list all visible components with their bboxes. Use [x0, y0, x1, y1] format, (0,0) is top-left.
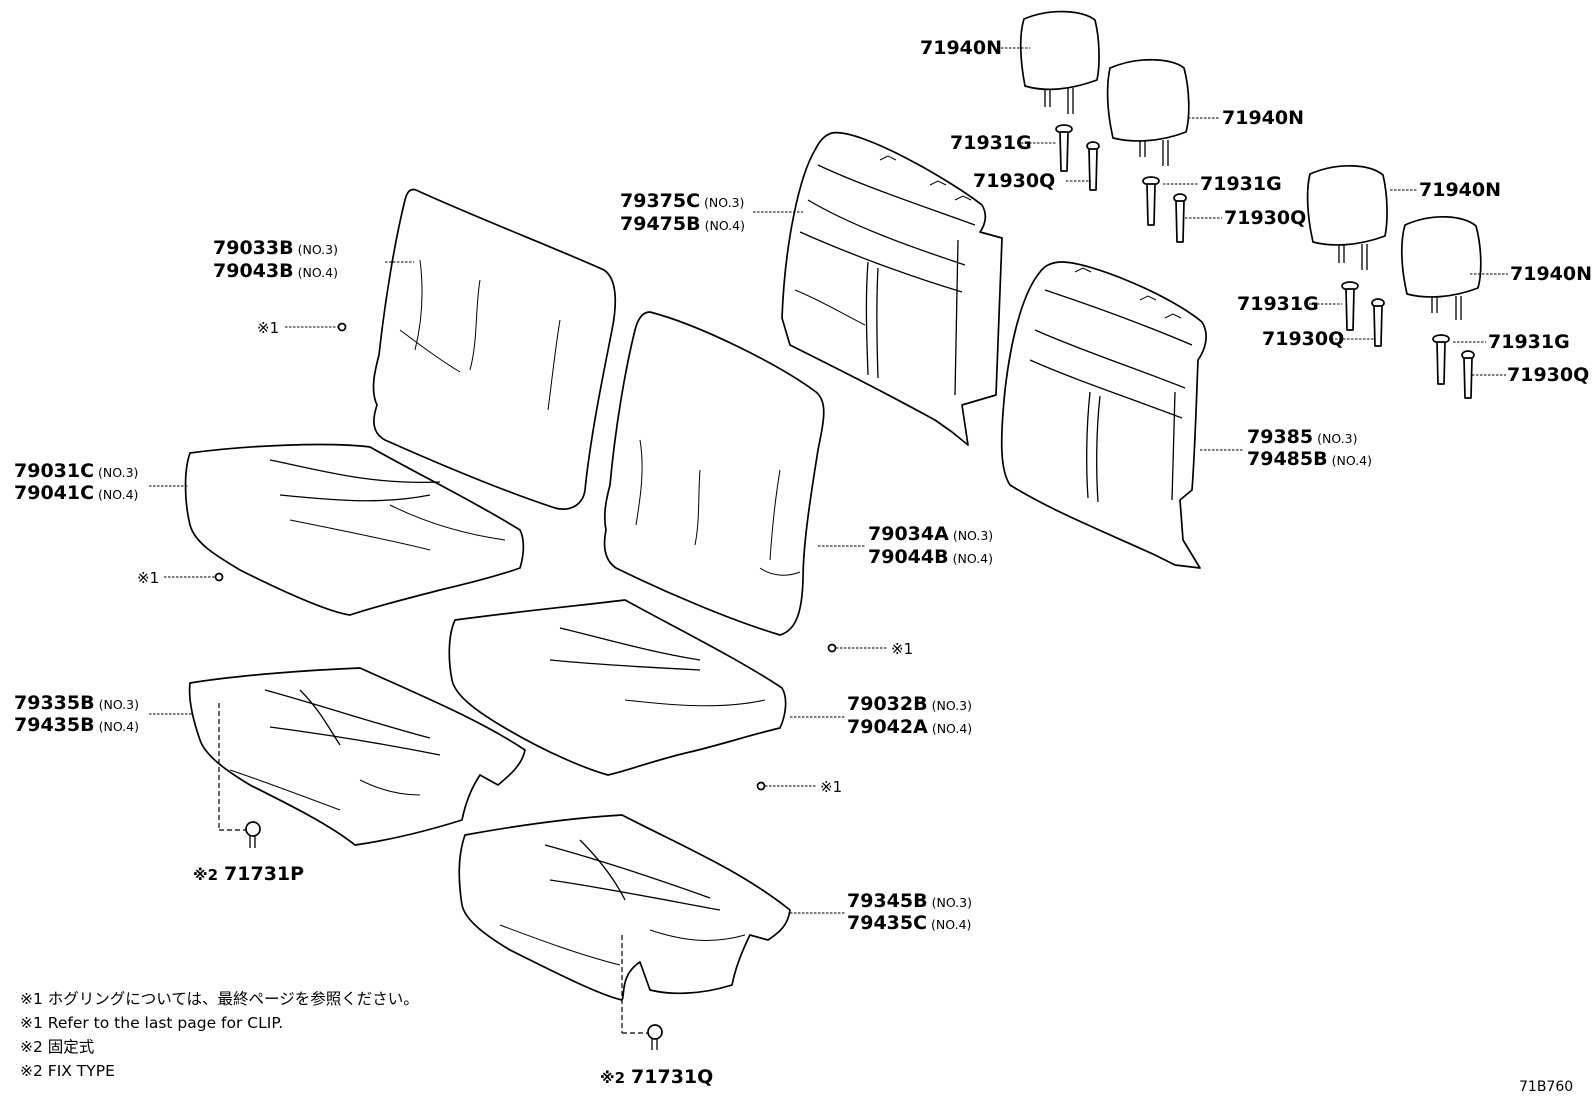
seat-cushion-pad-right[interactable] [458, 814, 791, 1001]
hog-ring-4[interactable] [756, 781, 766, 791]
label-hog-ring-1: ※1 [257, 319, 279, 337]
label-support-g-4: 71931G [1488, 331, 1570, 353]
diagram-code: 71B760 [1519, 1079, 1573, 1095]
label-support-g-2: 71931G [1200, 173, 1282, 195]
seatback-cover-right[interactable] [603, 311, 825, 636]
clip-left[interactable] [218, 703, 261, 848]
headrest-4[interactable] [1400, 216, 1482, 320]
label-support-q-2: 71930Q [1224, 207, 1306, 229]
label-headrest-3: 71940N [1419, 179, 1501, 201]
label-cushion-pad-left-no3: 79335B(NO.3) [14, 692, 139, 714]
footnote-4: ※2 FIX TYPE [20, 1062, 115, 1080]
label-support-q-1: 71930Q [973, 170, 1055, 192]
headrest-support-pair-2[interactable] [1142, 176, 1187, 243]
headrest-support-pair-1[interactable] [1055, 124, 1100, 191]
clip-right[interactable] [621, 935, 663, 1050]
footnote-2: ※1 Refer to the last page for CLIP. [20, 1014, 283, 1032]
seat-cushion-cover-left[interactable] [184, 443, 525, 616]
label-headrest-1: 71940N [920, 37, 1002, 59]
label-hog-ring-3: ※1 [891, 640, 913, 658]
seat-cushion-cover-right[interactable] [448, 599, 787, 776]
hog-ring-2[interactable] [214, 572, 224, 582]
label-support-q-4: 71930Q [1507, 364, 1589, 386]
headrest-support-pair-3[interactable] [1341, 281, 1385, 347]
label-cushion-cover-right-no3: 79032B(NO.3) [847, 693, 972, 715]
label-support-q-3: 71930Q [1262, 328, 1344, 350]
label-cushion-cover-left-no4: 79041C(NO.4) [14, 482, 138, 504]
hog-ring-3[interactable] [827, 643, 837, 653]
label-support-g-1: 71931G [950, 132, 1032, 154]
headrest-1[interactable] [1019, 10, 1100, 114]
label-back-pad-right-no3: 79385(NO.3) [1247, 426, 1357, 448]
label-headrest-4: 71940N [1510, 263, 1592, 285]
label-headrest-2: 71940N [1222, 107, 1304, 129]
footnote-1: ※1 ホグリングについては、最終ページを参照ください。 [20, 990, 419, 1008]
hog-ring-1[interactable] [337, 322, 347, 332]
label-cushion-pad-left-no4: 79435B(NO.4) [14, 714, 139, 736]
label-cushion-cover-left-no3: 79031C(NO.3) [14, 460, 138, 482]
leader-lines [149, 47, 1508, 914]
label-hog-ring-2: ※1 [137, 569, 159, 587]
label-back-cover-right-no4: 79044B(NO.4) [868, 546, 993, 568]
footnote-3: ※2 固定式 [20, 1038, 94, 1056]
headrest-3[interactable] [1306, 165, 1388, 270]
label-back-pad-left-no3: 79375C(NO.3) [620, 190, 744, 212]
label-cushion-pad-right-no3: 79345B(NO.3) [847, 890, 972, 912]
headrest-2[interactable] [1106, 58, 1190, 166]
label-back-cover-left-no4: 79043B(NO.4) [213, 260, 338, 282]
label-cushion-cover-right-no4: 79042A(NO.4) [847, 716, 972, 738]
label-hog-ring-4: ※1 [820, 778, 842, 796]
seat-cushion-pad-left[interactable] [188, 667, 526, 846]
label-back-cover-left-no3: 79033B(NO.3) [213, 237, 338, 259]
headrest-support-pair-4[interactable] [1432, 334, 1475, 399]
seatback-pad-right[interactable] [1000, 261, 1207, 569]
label-back-pad-right-no4: 79485B(NO.4) [1247, 448, 1372, 470]
label-cushion-pad-right-no4: 79435C(NO.4) [847, 912, 971, 934]
label-back-pad-left-no4: 79475B(NO.4) [620, 213, 745, 235]
seatback-pad-left[interactable] [781, 131, 1003, 446]
seatback-cover-left[interactable] [372, 188, 617, 510]
label-back-cover-right-no3: 79034A(NO.3) [868, 523, 993, 545]
label-support-g-3: 71931G [1237, 293, 1319, 315]
